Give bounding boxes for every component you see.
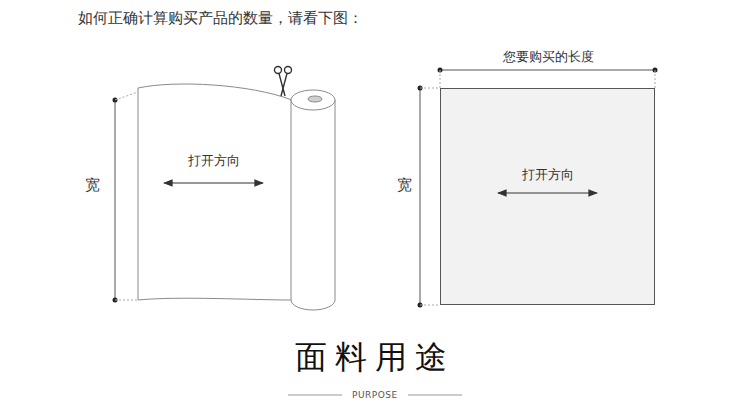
width-label: 宽 xyxy=(85,176,100,195)
length-dimension xyxy=(438,68,658,89)
section-heading: 面料用途 xyxy=(295,336,455,380)
section-subheading: PURPOSE xyxy=(352,390,398,400)
fabric-roll xyxy=(291,100,335,310)
direction-label: 打开方向 xyxy=(188,152,240,170)
rule-line xyxy=(288,395,342,396)
page-title: 如何正确计算购买产品的数量，请看下图： xyxy=(78,9,363,28)
direction-label: 打开方向 xyxy=(522,166,574,184)
rule-line xyxy=(408,395,462,396)
roll-core xyxy=(308,96,322,102)
roll-top xyxy=(291,90,335,110)
length-label: 您要购买的长度 xyxy=(503,48,594,66)
direction-arrow xyxy=(164,182,263,183)
fabric-sheet-area: 打开方向 xyxy=(140,102,288,292)
fabric-sheet xyxy=(138,84,292,300)
width-dimension xyxy=(418,86,441,308)
width-label: 宽 xyxy=(397,176,412,195)
fabric-square: 打开方向 xyxy=(440,88,655,305)
width-dimension xyxy=(113,92,139,303)
scissors-icon xyxy=(275,67,292,97)
